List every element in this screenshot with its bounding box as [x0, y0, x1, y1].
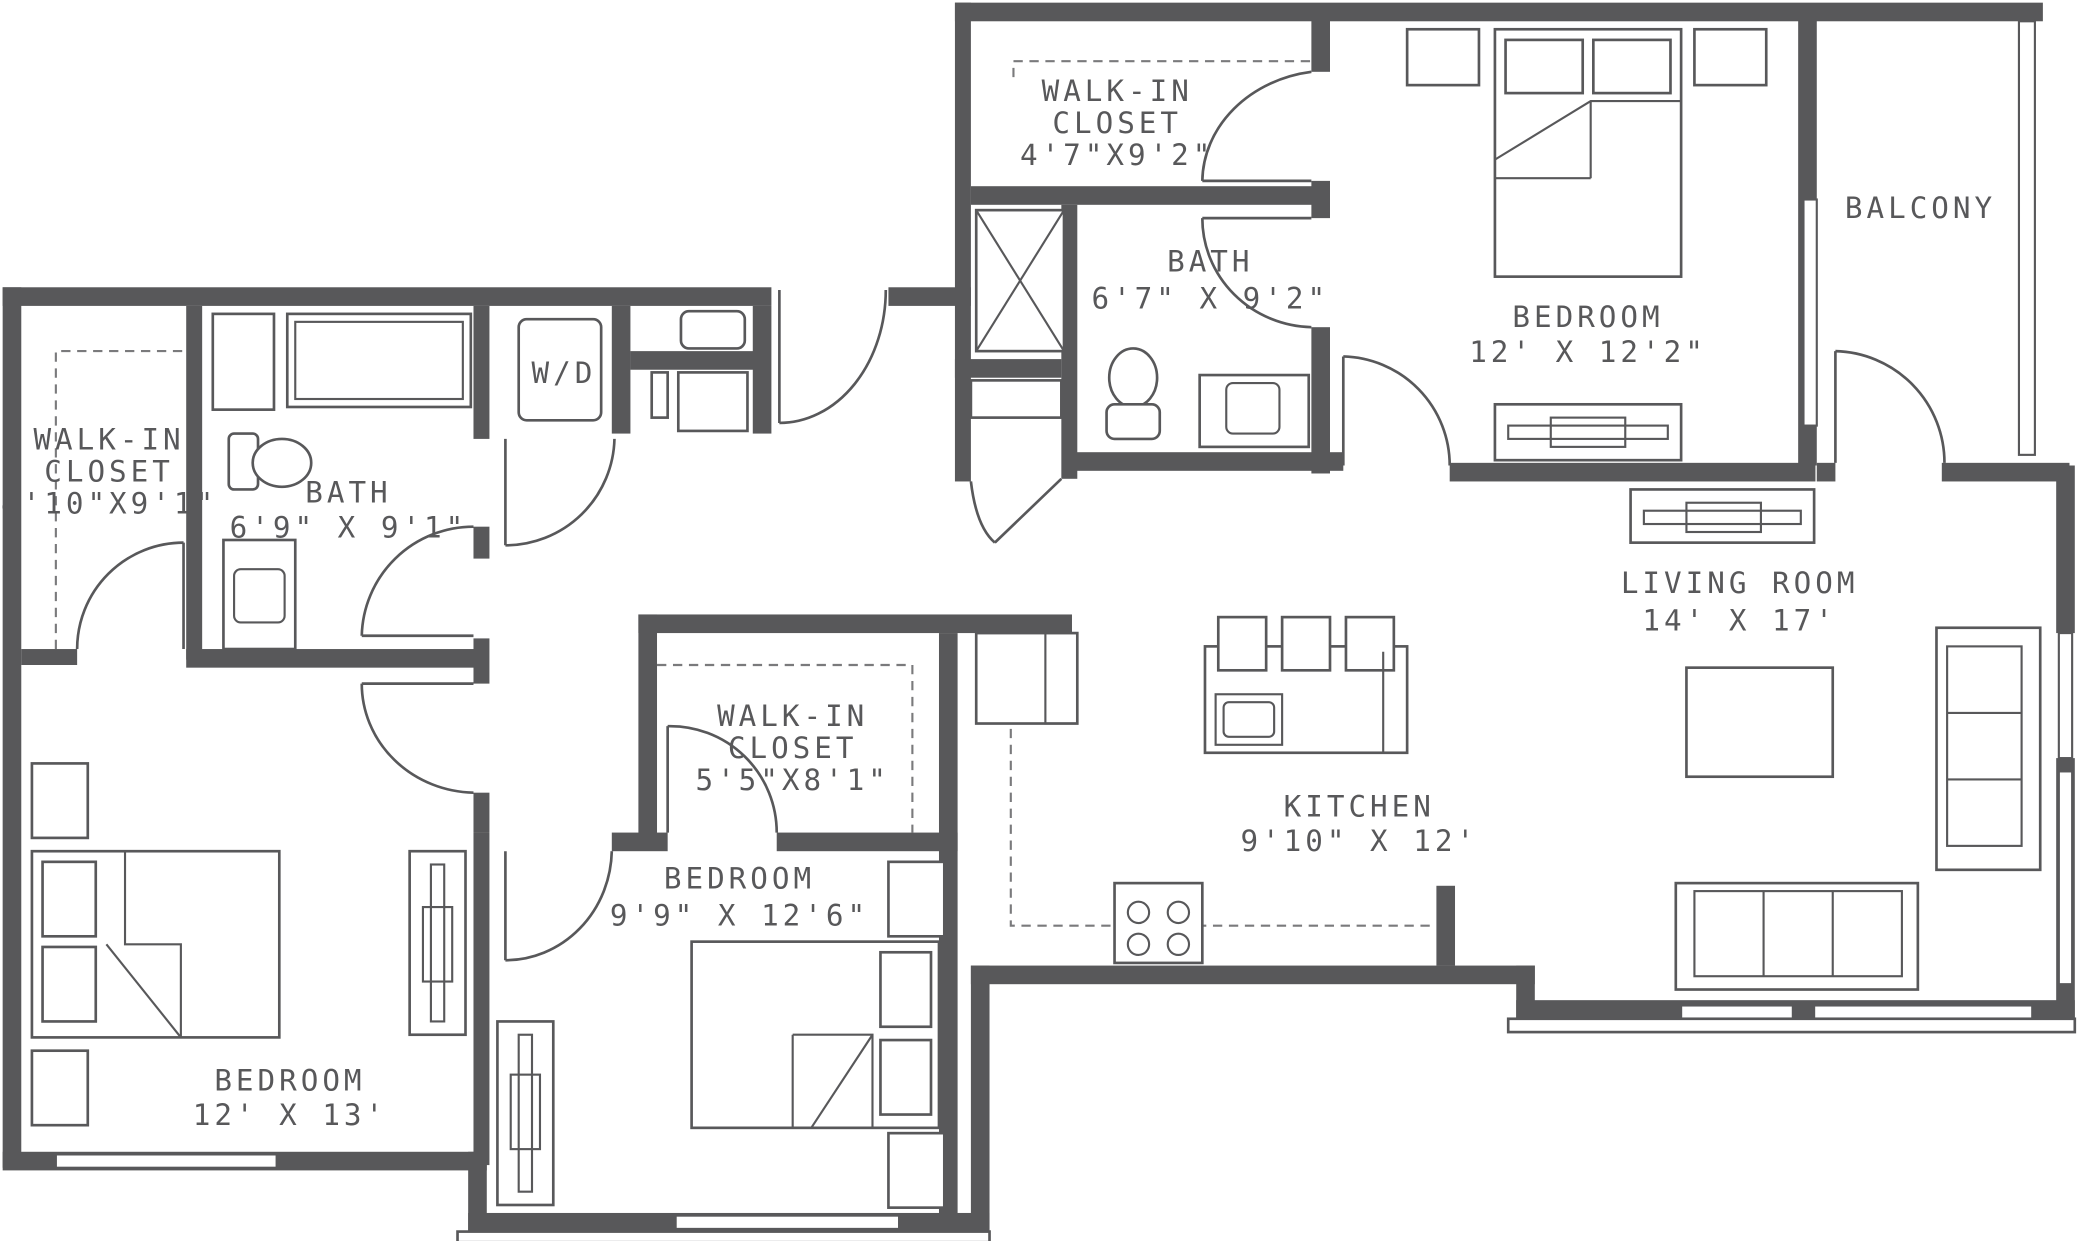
walkin-closet-mid-name2: CLOSET: [728, 731, 858, 765]
coffee-table: [1685, 666, 1835, 779]
walkin-closet-left-name: WALK-IN: [33, 423, 184, 457]
toilet-left: [227, 432, 313, 491]
sofa-bottom: [1674, 881, 1920, 991]
walkin-closet-left-name2: CLOSET: [44, 454, 174, 488]
nightstand: [1693, 27, 1768, 87]
walkin-closet-mid-dims: 5'5"X8'1": [695, 763, 889, 797]
toilet-top: [1105, 347, 1162, 441]
range-stove: [1113, 881, 1204, 965]
living-room-name: LIVING ROOM: [1621, 566, 1859, 600]
living-room-dims: 14' X 17': [1642, 603, 1836, 637]
room-labels: WALK-IN CLOSET 4'7"X9'2" BATH 6'7" X 9'2…: [1, 74, 1996, 1132]
dresser-left: [408, 849, 467, 1037]
bath-top-name: BATH: [1167, 244, 1253, 278]
tv-console-living: [1629, 488, 1816, 544]
bed-primary: [1493, 27, 1683, 278]
windows: [54, 20, 2077, 1241]
bedroom-middle-dims: 9'9" X 12'6": [610, 899, 869, 933]
walkin-closet-left-dims: 4'10"X9'1": [1, 486, 217, 520]
bathtub-left: [285, 312, 473, 409]
washer-dryer: [517, 317, 603, 422]
bath-top-dims: 6'7" X 9'2": [1091, 282, 1329, 316]
nightstand: [30, 762, 90, 840]
balcony-name: BALCONY: [1845, 191, 1996, 225]
tv-console-primary: [1493, 402, 1683, 462]
bedroom-primary-name: BEDROOM: [1512, 300, 1663, 334]
refrigerator: [974, 631, 1079, 725]
kitchen-name: KITCHEN: [1284, 790, 1435, 824]
linen-cabinet: [211, 312, 276, 411]
bed-left: [30, 849, 281, 1039]
nightstand: [887, 1131, 946, 1209]
walkin-closet-top-name: WALK-IN: [1042, 74, 1193, 108]
kitchen-island: [1203, 615, 1409, 755]
bath-left-dims: 6'9" X 9'1": [230, 510, 468, 544]
shower-top: [969, 208, 1066, 419]
bed-middle: [690, 940, 941, 1130]
bedroom-left-dims: 12' X 13': [193, 1098, 387, 1132]
walkin-closet-top-name2: CLOSET: [1052, 106, 1182, 140]
sink-left: [222, 538, 297, 651]
bedroom-left-name: BEDROOM: [214, 1064, 365, 1098]
nightstand: [887, 860, 946, 938]
laundry-name: W/D: [532, 356, 597, 390]
nightstand: [30, 1049, 90, 1127]
sink-top: [1198, 373, 1311, 449]
walkin-closet-top-dims: 4'7"X9'2": [1020, 138, 1214, 172]
fixtures: [30, 27, 2042, 1209]
bath-left-name: BATH: [305, 476, 391, 510]
dresser-middle: [496, 1020, 555, 1207]
bedroom-middle-name: BEDROOM: [664, 861, 815, 895]
walkin-closet-mid-name: WALK-IN: [717, 699, 868, 733]
sofa-right: [1935, 626, 2042, 872]
bedroom-primary-dims: 12' X 12'2": [1469, 335, 1707, 369]
kitchen-dims: 9'10" X 12': [1240, 824, 1478, 858]
doors: [75, 70, 1946, 962]
nightstand: [1405, 27, 1481, 87]
